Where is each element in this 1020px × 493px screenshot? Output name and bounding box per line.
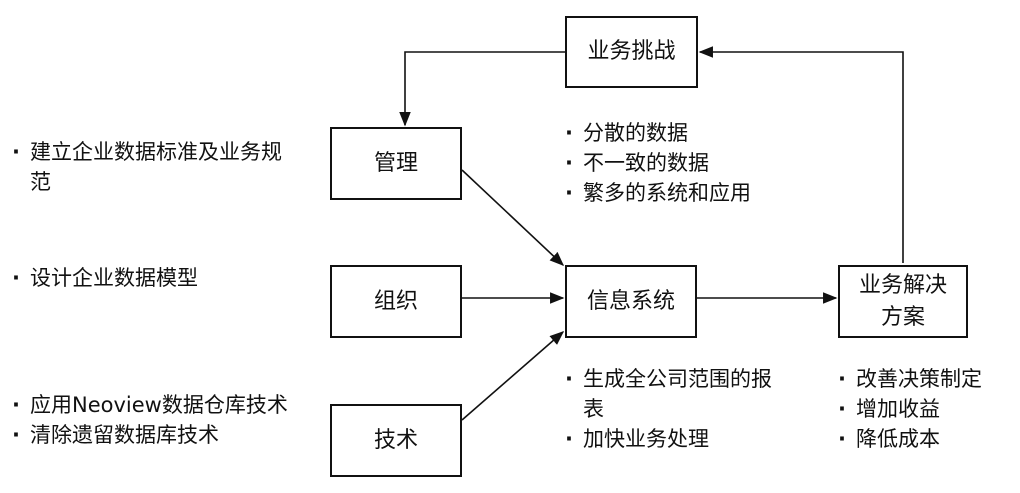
node-management: 管理 [330, 127, 462, 200]
note-item: 设计企业数据模型 [12, 263, 302, 293]
note-item: 改善决策制定 [838, 364, 1018, 394]
info-system-notes: 生成全公司范围的报表 加快业务处理 [565, 364, 790, 454]
node-organization: 组织 [330, 265, 462, 338]
note-item: 繁多的系统和应用 [565, 178, 805, 208]
note-item: 加快业务处理 [565, 424, 790, 454]
note-item: 增加收益 [838, 394, 1018, 424]
note-item: 应用Neoview数据仓库技术 [12, 390, 302, 420]
note-item: 分散的数据 [565, 118, 805, 148]
note-item: 不一致的数据 [565, 148, 805, 178]
note-item: 降低成本 [838, 424, 1018, 454]
note-item: 生成全公司范围的报表 [565, 364, 790, 424]
challenge-notes: 分散的数据 不一致的数据 繁多的系统和应用 [565, 118, 805, 208]
technology-notes: 应用Neoview数据仓库技术 清除遗留数据库技术 [12, 390, 302, 450]
organization-notes: 设计企业数据模型 [12, 263, 302, 293]
solution-notes: 改善决策制定 增加收益 降低成本 [838, 364, 1018, 454]
node-information-system: 信息系统 [565, 265, 697, 338]
node-technology: 技术 [330, 404, 462, 477]
arrow-solution-to-challenge [698, 46, 904, 263]
node-business-solution: 业务解决方案 [838, 265, 968, 338]
management-notes: 建立企业数据标准及业务规范 [12, 137, 292, 197]
note-item: 建立企业数据标准及业务规范 [12, 137, 292, 197]
arrow-technology-to-info-system [461, 331, 565, 421]
arrow-management-to-info-system [461, 169, 565, 266]
node-business-challenge: 业务挑战 [565, 16, 698, 88]
note-item: 清除遗留数据库技术 [12, 420, 302, 450]
arrow-challenge-to-management [399, 51, 565, 127]
